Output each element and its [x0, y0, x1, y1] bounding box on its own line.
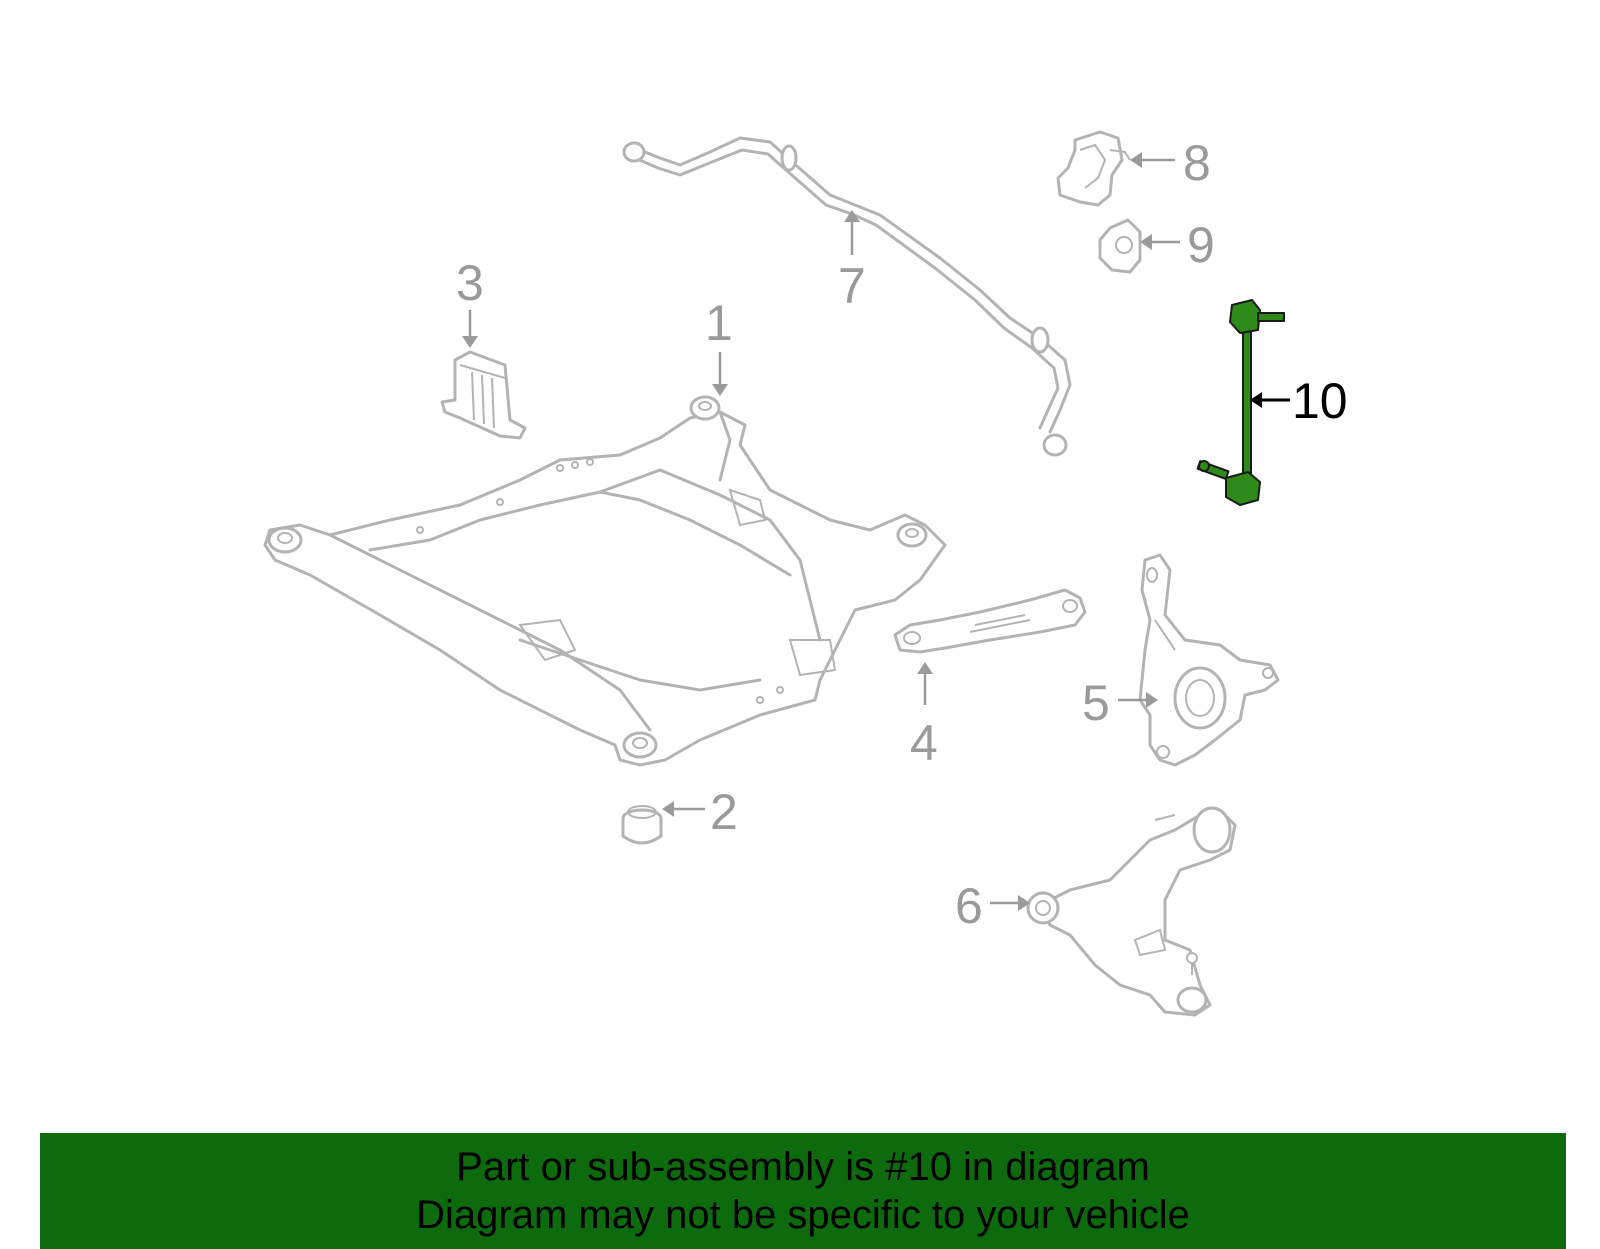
callout-label-3: 3 — [456, 255, 484, 311]
banner-part-note: Part or sub-assembly is #10 in diagram — [456, 1145, 1150, 1189]
callout-label-5: 5 — [1082, 675, 1110, 731]
stabilizer-bushing-part — [1098, 218, 1142, 274]
callout-label-1: 1 — [705, 295, 733, 351]
callout-9: 9 — [1140, 217, 1215, 273]
callout-4: 4 — [910, 662, 938, 771]
callout-2: 2 — [662, 784, 738, 840]
callout-10: 10 — [1250, 373, 1348, 429]
callout-7: 7 — [838, 210, 866, 314]
callout-8: 8 — [1130, 135, 1211, 191]
info-banner: Part or sub-assembly is #10 in diagram D… — [40, 1133, 1566, 1249]
stabilizer-bar-part — [622, 136, 1072, 457]
callout-1: 1 — [705, 295, 733, 396]
subframe-bushing-part — [621, 805, 663, 845]
callout-5: 5 — [1082, 675, 1158, 731]
callout-label-8: 8 — [1183, 135, 1211, 191]
lateral-link-part — [893, 588, 1087, 654]
callout-label-10: 10 — [1292, 373, 1348, 429]
callout-label-9: 9 — [1187, 217, 1215, 273]
subframe-part — [263, 395, 947, 767]
stabilizer-bracket-part — [1056, 130, 1131, 207]
callout-6: 6 — [955, 878, 1030, 934]
shield-part — [440, 350, 527, 440]
callout-label-7: 7 — [838, 258, 866, 314]
stabilizer-link-part — [1196, 299, 1285, 506]
callout-3: 3 — [456, 255, 484, 348]
steering-knuckle-part — [1138, 553, 1280, 767]
callout-label-6: 6 — [955, 878, 983, 934]
lower-control-arm-part — [1026, 806, 1237, 1017]
banner-disclaimer: Diagram may not be specific to your vehi… — [416, 1193, 1190, 1237]
callout-label-4: 4 — [910, 715, 938, 771]
callout-label-2: 2 — [710, 784, 738, 840]
